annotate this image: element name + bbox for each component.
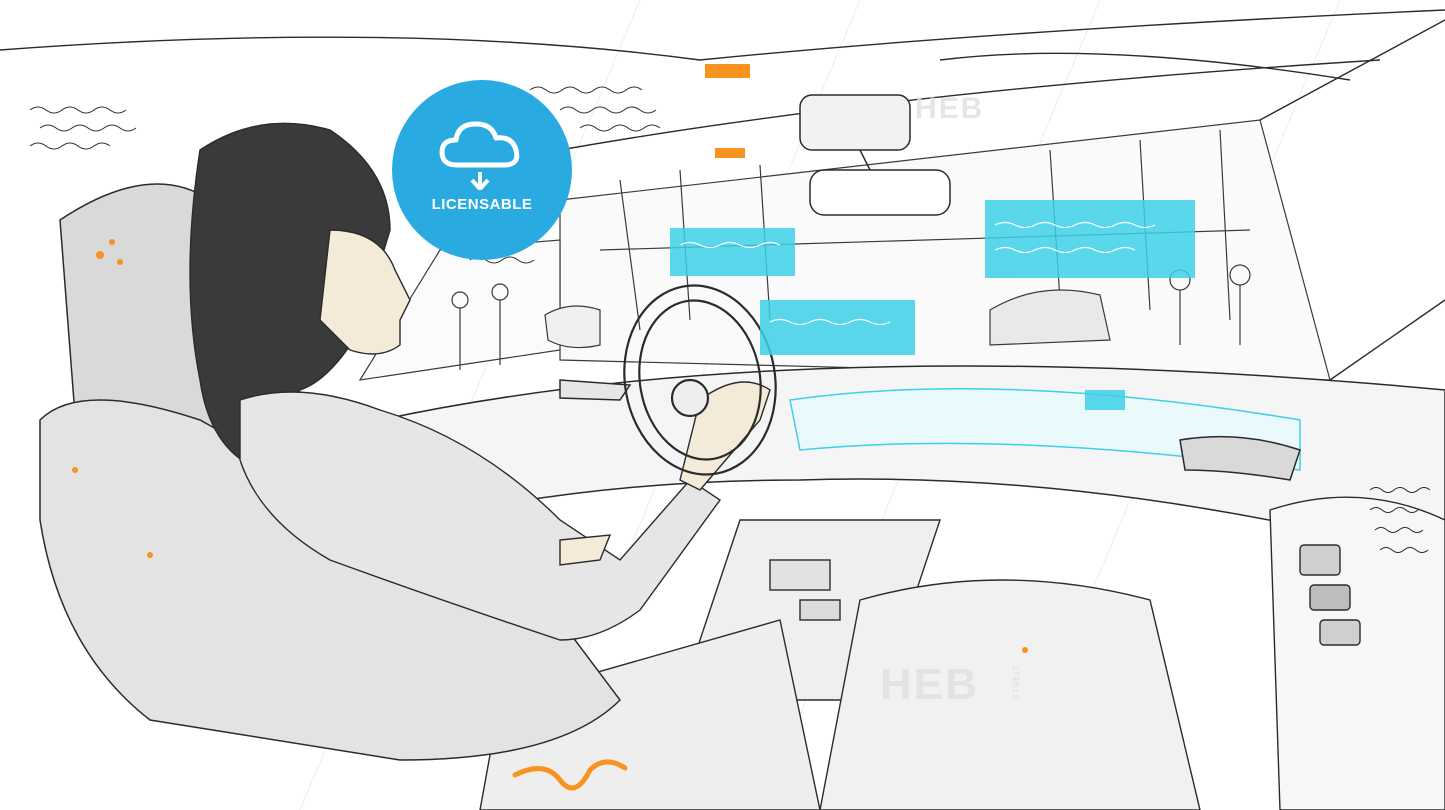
roof-lines (0, 9, 1445, 381)
annotation-scribbles (29, 86, 1431, 553)
orange-accents (72, 64, 1028, 791)
driver-figure (189, 122, 771, 641)
hud-scribbles (679, 221, 1156, 326)
watermark-side-text: STREIT (1012, 665, 1021, 700)
badge-label: LICENSABLE (431, 196, 533, 213)
side-window-scene (358, 239, 601, 381)
rearview-mirror (799, 94, 951, 216)
licensable-badge[interactable]: LICENSABLE (392, 80, 572, 260)
passenger-seat (819, 496, 1445, 810)
hud-overlays (670, 200, 1195, 410)
steering-wheel (623, 284, 777, 476)
dashboard (378, 365, 1445, 561)
cloud-download-icon (439, 121, 520, 190)
